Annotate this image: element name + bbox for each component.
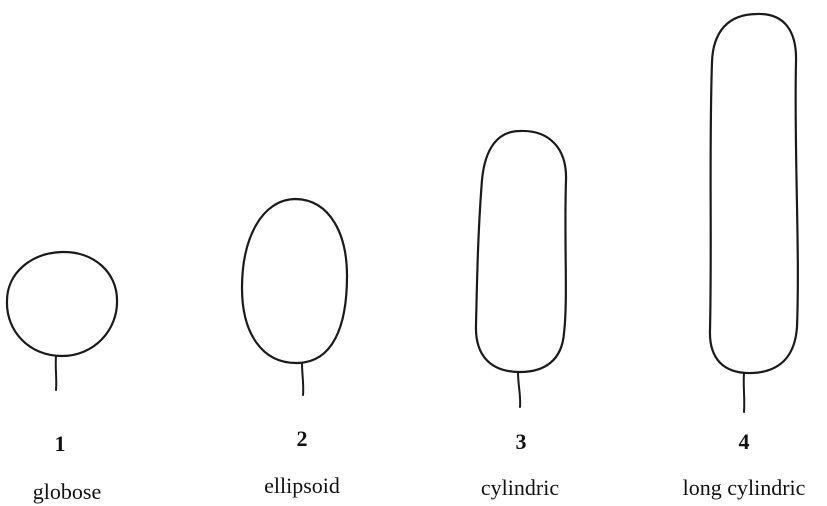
long-cylindric-stalk [744,373,745,412]
shape-4-long-cylindric [710,14,798,412]
shape-2-number: 2 [297,426,308,451]
shape-2-label: ellipsoid [264,473,340,498]
shape-1-label: globose [33,479,101,504]
shape-2-ellipsoid [242,199,347,395]
shape-3-cylindric [476,131,566,407]
cylindric-outline [476,131,566,372]
shape-4-label: long cylindric [683,475,806,500]
shape-4-number: 4 [739,429,750,454]
ellipsoid-outline [242,199,347,363]
long-cylindric-outline [710,14,798,373]
globose-outline [7,252,117,356]
shape-1-globose [7,252,117,390]
globose-stalk [56,356,57,390]
shape-3-label: cylindric [481,475,559,500]
ellipsoid-stalk [302,363,303,395]
shape-1-number: 1 [55,431,66,456]
cylindric-stalk [518,372,520,407]
shape-3-number: 3 [516,429,527,454]
